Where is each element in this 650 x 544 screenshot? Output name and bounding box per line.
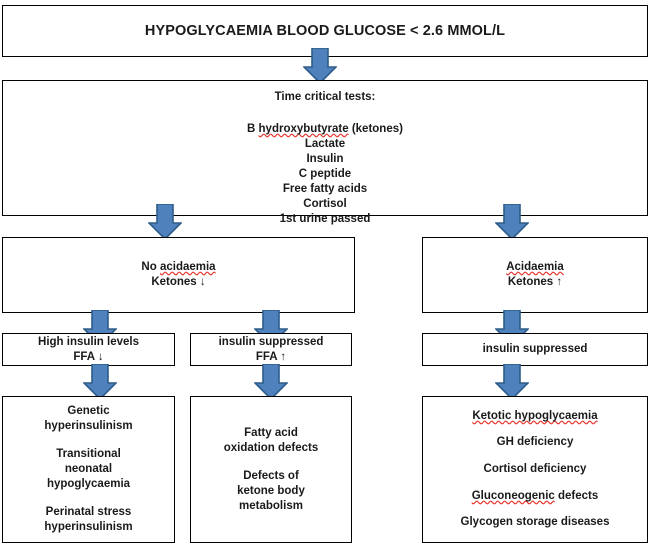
ketotic-item: Ketotic hypoglycaemia — [472, 409, 598, 422]
tests-item-hydroxybutyrate: B hydroxybutyrate (ketones) — [247, 123, 403, 135]
ketotic-box: Ketotic hypoglycaemia GH deficiency Cort… — [422, 396, 648, 543]
acidaemia-box: Acidaemia Ketones ↑ — [422, 237, 648, 313]
tests-box: Time critical tests: B hydroxybutyrate (… — [2, 80, 648, 225]
fatty-acid-box: Fatty acid oxidation defects Defects of … — [190, 396, 352, 543]
acidaemia-line1: Acidaemia — [506, 261, 564, 273]
insulin-suppressed-right-box: insulin suppressed — [422, 333, 648, 366]
high-insulin-line1: High insulin levels — [38, 335, 139, 348]
fatty-acid-item: metabolism — [239, 499, 303, 512]
ketotic-item: Glycogen storage diseases — [460, 516, 610, 529]
no-acidaemia-line1: No acidaemia — [141, 261, 216, 273]
hyperinsulinism-item: Genetic — [67, 405, 110, 417]
arrow-title-to-tests — [303, 48, 337, 84]
insulin-suppressed-right-line1: insulin suppressed — [482, 343, 588, 355]
tests-item-c-peptide: C peptide — [298, 168, 352, 180]
tests-item-lactate: Lactate — [304, 138, 346, 150]
fatty-acid-item: ketone body — [237, 484, 305, 497]
tests-heading: Time critical tests: — [274, 91, 376, 103]
hyperinsulinism-item: Perinatal stress — [45, 506, 132, 518]
tests-item-free-fatty-acids: Free fatty acids — [282, 183, 368, 195]
arrow-insulin-suppressed-to-ketotic — [495, 364, 529, 400]
ketotic-item: Cortisol deficiency — [483, 462, 587, 475]
tests-item-cortisol: Cortisol — [303, 198, 347, 210]
hyperinsulinism-item: Transitional — [56, 448, 121, 460]
arrow-high-insulin-to-hyperinsulinism — [83, 364, 117, 400]
arrow-tests-to-acidaemia — [495, 204, 529, 240]
fatty-acid-item: Fatty acid — [244, 426, 298, 439]
insulin-suppressed-left-line1: insulin suppressed — [218, 335, 324, 348]
high-insulin-box: High insulin levels FFA ↓ — [2, 333, 175, 366]
high-insulin-line2: FFA ↓ — [73, 350, 104, 363]
hyperinsulinism-box: Genetic hyperinsulinism Transitional neo… — [2, 396, 175, 543]
fatty-acid-item: Defects of — [243, 469, 299, 482]
tests-item-insulin: Insulin — [306, 153, 344, 165]
tests-item-first-urine: 1st urine passed — [279, 213, 371, 225]
title-text: HYPOGLYCAEMIA BLOOD GLUCOSE < 2.6 MMOL/L — [144, 22, 506, 39]
insulin-suppressed-left-box: insulin suppressed FFA ↑ — [190, 333, 352, 366]
hyperinsulinism-item: neonatal — [64, 463, 113, 475]
ketotic-item: GH deficiency — [496, 436, 574, 449]
arrow-tests-to-no-acidaemia — [148, 204, 182, 240]
acidaemia-line2: Ketones ↑ — [507, 276, 563, 288]
hyperinsulinism-item: hypoglycaemia — [46, 478, 131, 490]
no-acidaemia-box: No acidaemia Ketones ↓ — [2, 237, 355, 313]
arrow-insulin-suppressed-to-fatty-acid — [254, 364, 288, 400]
hyperinsulinism-item: hyperinsulinism — [44, 521, 133, 533]
insulin-suppressed-left-line2: FFA ↑ — [255, 350, 287, 363]
ketotic-item: Gluconeogenic defects — [471, 489, 599, 502]
hyperinsulinism-item: hyperinsulinism — [44, 420, 133, 432]
fatty-acid-item: oxidation defects — [223, 441, 319, 454]
no-acidaemia-line2: Ketones ↓ — [151, 276, 206, 288]
